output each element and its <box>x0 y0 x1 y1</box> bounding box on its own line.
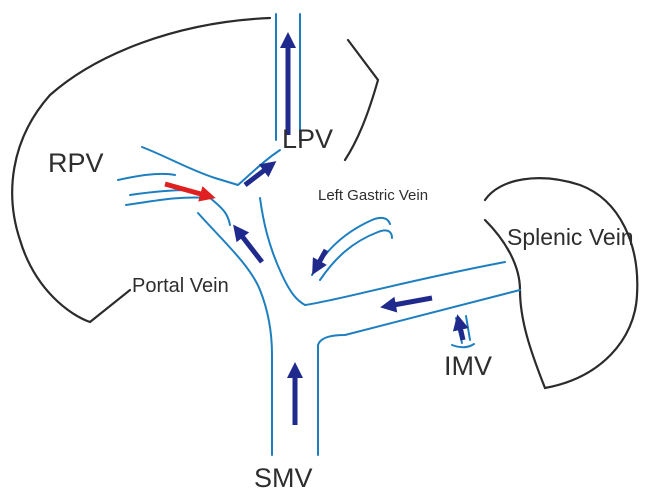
spleen-outline <box>485 178 637 388</box>
splenic-vein-flow-arrow <box>388 298 432 306</box>
label-left-gastric-vein: Left Gastric Vein <box>318 187 428 204</box>
label-splenic-vein: Splenic Vein <box>507 224 634 250</box>
portal-vein-flow-arrow <box>238 231 262 262</box>
imv-flow-arrow <box>459 322 463 340</box>
label-portal-vein: Portal Vein <box>132 275 229 297</box>
flow-arrows <box>165 40 463 425</box>
gastric-flow-arrow <box>316 250 326 268</box>
label-smv: SMV <box>254 463 313 493</box>
label-lpv: LPV <box>282 124 333 154</box>
label-imv: IMV <box>444 351 492 381</box>
vessel-tree <box>118 14 520 455</box>
label-rpv: RPV <box>48 148 104 178</box>
